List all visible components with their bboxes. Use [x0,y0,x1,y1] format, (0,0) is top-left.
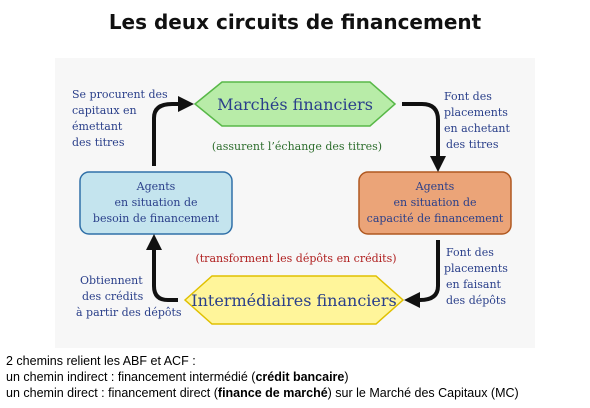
intermediaires-financiers-label: Intermédiaires financiers [191,291,396,310]
label-top-left-line2: capitaux en [72,104,137,117]
summary-line3: un chemin direct : financement direct (f… [6,385,586,401]
summary-line1: 2 chemins relient les ABF et ACF : [6,354,196,368]
arrow-besoin-to-marches [152,96,194,166]
page-title: Les deux circuits de financement [108,10,482,34]
label-top-right: Font des placements en achetant des titr… [444,90,510,151]
summary-finance-de-marche: finance de marché [217,386,328,400]
agents-besoin-line1: Agents [136,180,176,193]
label-top-right-line3: en achetant [444,122,510,135]
label-bottom-left: Obtiennent des crédits à partir des dépô… [76,274,182,319]
marches-financiers-label: Marchés financiers [217,95,373,114]
arrow-capacite-to-intermediaires [404,240,440,308]
marches-financiers-shape [193,81,397,127]
label-top-right-line2: placements [444,106,508,119]
agents-capacite-line3: capacité de financement [367,212,504,225]
agents-capacite-line2: en situation de [393,196,476,209]
label-top-left-line3: émettant [72,120,123,133]
summary-credit-bancaire: crédit bancaire [255,370,345,384]
marches-financiers-subtitle: (assurent l’échange des titres) [212,140,382,153]
label-bottom-left-line3: à partir des dépôts [76,306,182,319]
label-bottom-right: Font des placements en faisant des dépôt… [444,246,508,307]
summary-line3-start: un chemin direct : financement direct ( [6,386,218,400]
label-top-right-line4: des titres [446,138,499,151]
arrow-marches-to-capacite [402,102,446,172]
summary-line3-end: ) sur le Marché des Capitaux (MC) [327,386,519,400]
label-bottom-left-line2: des crédits [82,290,144,303]
summary-line2: un chemin indirect : financement intermé… [6,369,586,385]
label-bottom-right-line3: en faisant [446,278,502,291]
summary-text: 2 chemins relient les ABF et ACF : un ch… [6,353,586,401]
label-top-left: Se procurent des capitaux en émettant de… [72,88,168,149]
summary-line2-end: ) [344,370,349,384]
intermediaires-subtitle: (transforment les dépôts en crédits) [195,252,396,265]
agents-besoin-line3: besoin de financement [93,212,220,225]
arrow-intermediaires-to-besoin [146,234,178,302]
label-bottom-right-line4: des dépôts [446,294,506,307]
agents-capacite-box [358,171,512,235]
agents-besoin-line2: en situation de [114,196,197,209]
label-top-right-line1: Font des [444,90,492,103]
agents-capacite-line1: Agents [415,180,455,193]
label-bottom-right-line1: Font des [446,246,494,259]
intermediaires-financiers-shape [183,275,405,325]
label-top-left-line4: des titres [72,136,125,149]
label-bottom-left-line1: Obtiennent [80,274,143,287]
summary-line2-start: un chemin indirect : financement intermé… [6,370,256,384]
label-bottom-right-line2: placements [444,262,508,275]
label-top-left-line1: Se procurent des [72,88,168,101]
